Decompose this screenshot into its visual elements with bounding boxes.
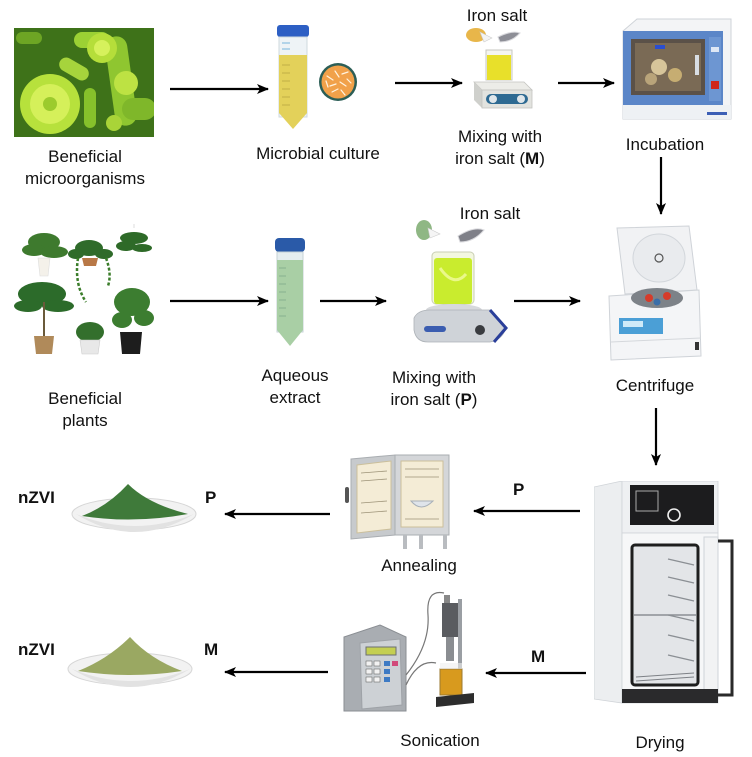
- ultrasonic-processor-icon: [343, 591, 474, 712]
- route-p-arrow-label: P: [513, 480, 525, 499]
- aqueous-extract-line1: Aqueous: [261, 366, 329, 385]
- drying-oven-icon: [594, 481, 734, 704]
- iron-salt-label-p: Iron salt: [459, 204, 521, 223]
- nzvi-m-label: nZVI: [18, 640, 55, 659]
- nzvi-m-route-tag: M: [204, 640, 219, 659]
- iron-salt-label-m: Iron salt: [466, 6, 528, 25]
- magnetic-stirrer-icon: [413, 220, 508, 343]
- annealing-furnace-icon: [345, 454, 450, 549]
- mixing-m-label-line1: Mixing with: [457, 127, 543, 146]
- petri-dish-icon: [319, 63, 357, 101]
- route-p-tag: P: [460, 390, 472, 409]
- mixing-m-label-line2: iron salt (M): [440, 148, 560, 170]
- sonication-label: Sonication: [400, 731, 480, 750]
- mixing-m-prefix: iron salt (: [455, 149, 526, 168]
- route-m-tag: M: [525, 149, 540, 168]
- plants-label-line1: Beneficial: [48, 389, 122, 408]
- potted-plants-icon: [14, 224, 154, 355]
- annealing-label: Annealing: [381, 556, 457, 575]
- mixing-p-label-line2: iron salt (P): [374, 389, 494, 411]
- nzvi-p-label: nZVI: [18, 488, 55, 507]
- aqueous-extract-label: Aqueous extract: [240, 365, 350, 409]
- mixing-m-suffix: ): [539, 149, 545, 168]
- mixing-p-label: Mixing with iron salt (P): [374, 367, 494, 411]
- incubation-label: Incubation: [625, 135, 705, 154]
- microorganisms-label: Beneficial microorganisms: [0, 146, 170, 190]
- microbial-culture-label: Microbial culture: [256, 144, 380, 163]
- centrifuge-icon: [608, 225, 702, 361]
- drying-label: Drying: [635, 733, 685, 752]
- centrifuge-label: Centrifuge: [615, 376, 695, 395]
- green-powder-dish-icon: [71, 484, 197, 532]
- mixing-p-label-line1: Mixing with: [391, 368, 477, 387]
- microorganisms-label-line1: Beneficial: [48, 147, 122, 166]
- mixing-m-label: Mixing with iron salt (M): [440, 126, 560, 170]
- microorganisms-label-line2: microorganisms: [25, 169, 145, 188]
- microorganisms-image: [14, 28, 154, 137]
- route-m-arrow-label: M: [531, 647, 546, 666]
- hotplate-stirrer-icon: [466, 28, 533, 109]
- olive-powder-dish-icon: [67, 637, 193, 687]
- aqueous-extract-line2: extract: [269, 388, 321, 407]
- mixing-p-suffix: ): [471, 390, 478, 409]
- plants-label-line2: plants: [62, 411, 108, 430]
- extract-tube-icon: [275, 238, 305, 346]
- plants-label: Beneficial plants: [0, 388, 170, 432]
- culture-tube-icon: [277, 25, 309, 129]
- shaking-incubator-icon: [622, 18, 732, 120]
- mixing-p-prefix: iron salt (: [390, 390, 461, 409]
- nzvi-p-route-tag: P: [205, 488, 217, 507]
